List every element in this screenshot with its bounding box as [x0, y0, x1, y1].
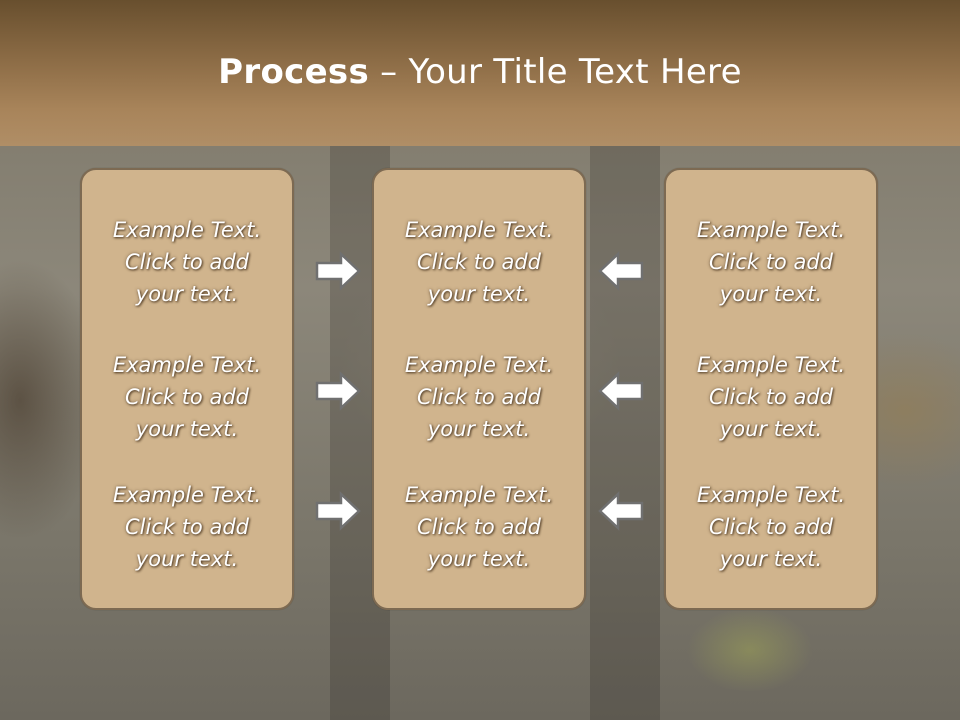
box-text[interactable]: Example Text. Click to add your text. [666, 349, 876, 445]
text-line: your text. [719, 282, 823, 306]
text-line: your text. [427, 547, 531, 571]
arrow-left-icon [598, 491, 644, 531]
text-line: Example Text. [112, 483, 262, 507]
box-text[interactable]: Example Text. Click to add your text. [374, 479, 584, 575]
text-line: your text. [719, 417, 823, 441]
text-line: your text. [719, 547, 823, 571]
text-line: Example Text. [404, 353, 554, 377]
text-line: Click to add [708, 250, 833, 274]
arrow-right-icon [315, 371, 361, 411]
title-bold: Process [218, 52, 370, 92]
text-line: Example Text. [112, 218, 262, 242]
arrow-right-icon [315, 251, 361, 291]
title-rest: – Your Title Text Here [369, 52, 742, 92]
box-text[interactable]: Example Text. Click to add your text. [82, 349, 292, 445]
box-text[interactable]: Example Text. Click to add your text. [82, 214, 292, 310]
text-line: Click to add [708, 385, 833, 409]
text-line: Click to add [416, 385, 541, 409]
process-box-right[interactable]: Example Text. Click to add your text. Ex… [664, 168, 878, 610]
arrow-left-icon [598, 251, 644, 291]
process-box-center[interactable]: Example Text. Click to add your text. Ex… [372, 168, 586, 610]
text-line: Click to add [416, 250, 541, 274]
text-line: Click to add [416, 515, 541, 539]
box-text[interactable]: Example Text. Click to add your text. [374, 349, 584, 445]
box-text[interactable]: Example Text. Click to add your text. [374, 214, 584, 310]
text-line: Example Text. [112, 353, 262, 377]
text-line: Example Text. [696, 353, 846, 377]
arrow-left-icon [598, 371, 644, 411]
box-text[interactable]: Example Text. Click to add your text. [82, 479, 292, 575]
text-line: Click to add [124, 250, 249, 274]
text-line: Example Text. [696, 483, 846, 507]
process-box-left[interactable]: Example Text. Click to add your text. Ex… [80, 168, 294, 610]
text-line: your text. [135, 417, 239, 441]
text-line: Click to add [708, 515, 833, 539]
box-text[interactable]: Example Text. Click to add your text. [666, 214, 876, 310]
title-bar: Process – Your Title Text Here [0, 0, 960, 146]
text-line: Example Text. [404, 483, 554, 507]
text-line: your text. [135, 547, 239, 571]
background-shadow [590, 146, 660, 720]
text-line: Example Text. [404, 218, 554, 242]
text-line: Example Text. [696, 218, 846, 242]
arrow-right-icon [315, 491, 361, 531]
box-text[interactable]: Example Text. Click to add your text. [666, 479, 876, 575]
text-line: Click to add [124, 515, 249, 539]
text-line: your text. [135, 282, 239, 306]
text-line: your text. [427, 282, 531, 306]
slide-title[interactable]: Process – Your Title Text Here [0, 52, 960, 92]
text-line: Click to add [124, 385, 249, 409]
text-line: your text. [427, 417, 531, 441]
